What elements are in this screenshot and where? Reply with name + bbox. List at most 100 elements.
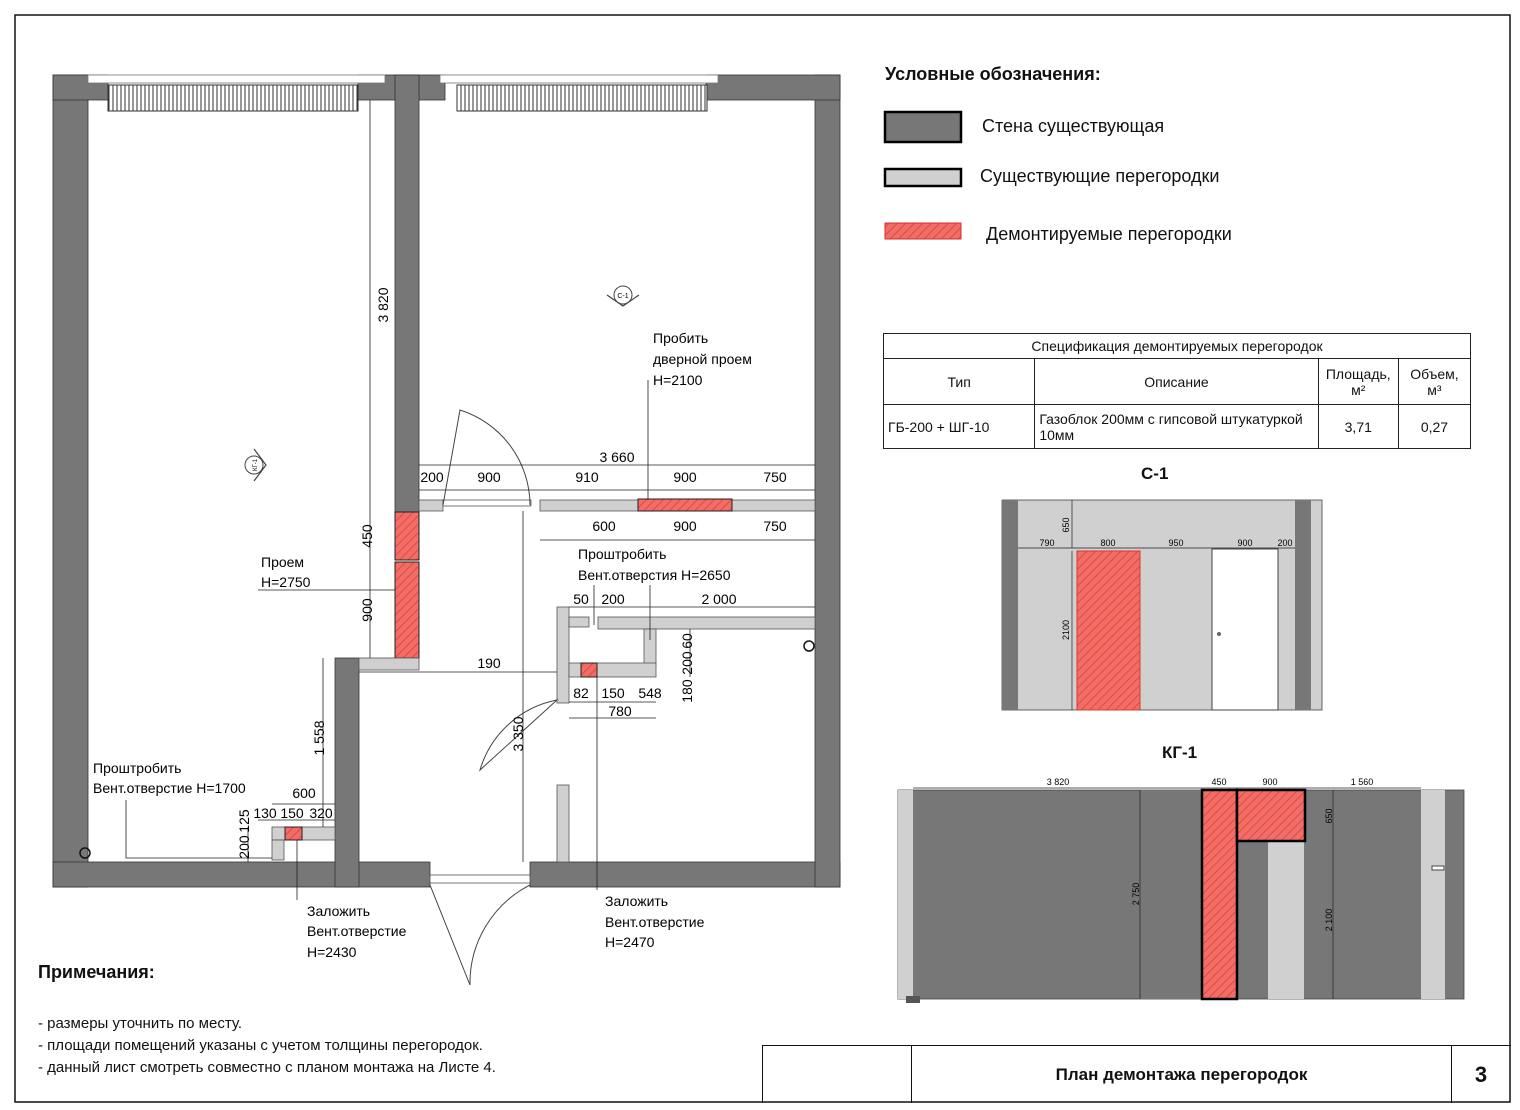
spec-table: Спецификация демонтируемых перегородок Т… xyxy=(882,333,1472,449)
dim-82: 82 xyxy=(573,685,589,701)
dimension-lines xyxy=(125,100,815,900)
door-swing-2 xyxy=(479,699,559,772)
dim-125: 125 xyxy=(236,809,252,833)
c1-dim-900: 900 xyxy=(1237,538,1252,548)
title-block-title: План демонтажа перегородок xyxy=(912,1046,1452,1103)
spec-title: Спецификация демонтируемых перегородок xyxy=(883,333,1471,359)
dim-60: 60 xyxy=(679,633,695,649)
partition-k xyxy=(271,826,336,841)
door-swing-3 xyxy=(429,884,531,986)
wall-bottom-right xyxy=(529,861,841,888)
marker-kg1: КГ-1 xyxy=(244,448,267,482)
demolish-vent-2 xyxy=(284,826,303,841)
spec-header-type: Тип xyxy=(882,358,1036,405)
floor-plan: С-1 КГ-1 xyxy=(52,74,841,986)
c1-dim-950: 950 xyxy=(1168,538,1183,548)
ann-vent2470-2: Вент.отверстие xyxy=(605,914,705,930)
section-title-c1: С-1 xyxy=(1141,464,1169,483)
ann-door-1: Пробить xyxy=(653,330,708,346)
dim-row2-900: 900 xyxy=(673,518,697,534)
demolish-door xyxy=(637,498,733,512)
dim-900v: 900 xyxy=(359,598,375,622)
spec-cell-area: 3,71 xyxy=(1317,404,1399,449)
door-frame-1 xyxy=(442,499,532,507)
dim-548: 548 xyxy=(638,685,662,701)
c1-dim-650: 650 xyxy=(1061,517,1071,532)
spec-header-volume: Объем, м³ xyxy=(1397,358,1472,405)
dim-50: 50 xyxy=(573,591,589,607)
marker-c1: С-1 xyxy=(606,285,640,307)
dim-190: 190 xyxy=(477,655,501,671)
note-3: - данный лист смотреть совместно с плано… xyxy=(38,1059,496,1076)
dim-200a: 200 xyxy=(601,591,625,607)
dim-320: 320 xyxy=(309,805,333,821)
dim-130: 130 xyxy=(253,805,277,821)
partition-g xyxy=(597,616,816,630)
marker-kg1-label: КГ-1 xyxy=(253,458,259,471)
dim-1558: 1 558 xyxy=(311,720,327,755)
window-2 xyxy=(439,74,719,84)
dim-450: 450 xyxy=(359,524,375,548)
kg1-dim-900: 900 xyxy=(1262,777,1277,787)
dim-600b: 600 xyxy=(292,785,316,801)
dim-top-910: 910 xyxy=(575,469,599,485)
partition-b xyxy=(418,499,444,512)
dim-top-900b: 900 xyxy=(673,469,697,485)
demolish-450 xyxy=(394,511,420,561)
dim-row2-750: 750 xyxy=(763,518,787,534)
note-1: - размеры уточнить по месту. xyxy=(38,1015,243,1032)
vent-icon-2 xyxy=(803,640,815,652)
demolish-vent-1 xyxy=(580,662,598,678)
dim-780: 780 xyxy=(608,703,632,719)
dim-3820: 3 820 xyxy=(375,287,391,322)
kg1-dim-650: 650 xyxy=(1324,808,1334,823)
vent-icon-1 xyxy=(79,847,91,859)
ann-vent2430-1: Заложить xyxy=(307,903,370,919)
legend-label-partition: Существующие перегородки xyxy=(980,166,1220,186)
title-block: План демонтажа перегородок 3 xyxy=(762,1045,1511,1103)
dim-200c: 200 xyxy=(236,835,252,859)
window-1 xyxy=(87,74,386,84)
spec-cell-desc: Газоблок 200мм с гипсовой штукатуркой 10… xyxy=(1034,404,1319,449)
ann-vent2650-2: Вент.отверстия H=2650 xyxy=(578,567,731,583)
dim-150a: 150 xyxy=(601,685,625,701)
partition-a xyxy=(358,657,420,671)
dim-top-900a: 900 xyxy=(477,469,501,485)
spec-header-area: Площадь, м² xyxy=(1317,358,1399,405)
dim-3660: 3 660 xyxy=(599,449,634,465)
elevation-c1: 790 800 950 900 200 650 2100 xyxy=(1001,499,1323,711)
dimension-texts: 3 820 450 900 3 660 200 900 910 900 750 … xyxy=(236,287,787,858)
ann-vent1700-1: Проштробить xyxy=(93,760,181,776)
c1-dim-2100: 2100 xyxy=(1061,620,1071,640)
partition-l xyxy=(271,839,285,861)
wall-right xyxy=(814,74,841,888)
c1-dim-790: 790 xyxy=(1039,538,1054,548)
ann-door-2: дверной проем xyxy=(653,351,752,367)
c1-dim-200: 200 xyxy=(1277,538,1292,548)
ann-vent2430-2: Вент.отверстие xyxy=(307,923,407,939)
section-title-kg1: КГ-1 xyxy=(1162,743,1198,762)
kg1-dim-1560: 1 560 xyxy=(1351,777,1374,787)
legend-swatch-partition xyxy=(883,167,963,188)
wall-bath xyxy=(334,657,360,888)
wall-left xyxy=(52,74,89,888)
elevation-kg1: 3 820 450 900 1 560 2 750 650 2 100 xyxy=(897,777,1465,1003)
ann-vent2470-3: H=2470 xyxy=(605,934,655,950)
legend-title: Условные обозначения: xyxy=(885,64,1101,84)
legend-swatch-demolish xyxy=(884,222,962,240)
ann-vent2650-1: Проштробить xyxy=(578,546,666,562)
wall-top-3 xyxy=(705,74,841,101)
partition-c xyxy=(539,499,641,512)
radiator-2 xyxy=(456,84,708,112)
ann-door-3: H=2100 xyxy=(653,372,703,388)
ann-vent2470-1: Заложить xyxy=(605,893,668,909)
demolish-900 xyxy=(394,561,420,659)
door-swing-1 xyxy=(442,409,531,506)
kg1-dim-2750: 2 750 xyxy=(1131,883,1141,906)
wall-bottom-left xyxy=(52,861,431,888)
door-frame-3 xyxy=(429,874,531,884)
radiator-1 xyxy=(107,84,359,112)
dim-180: 180 xyxy=(679,679,695,703)
